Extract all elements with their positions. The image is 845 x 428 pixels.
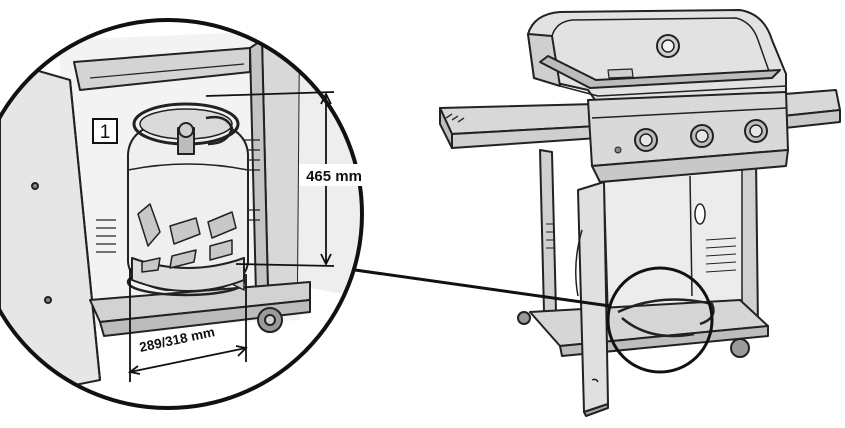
gas-tank	[127, 102, 249, 292]
cart-frame	[517, 149, 789, 417]
step-number: 1	[100, 122, 111, 143]
control-panel	[587, 91, 789, 167]
detail-target-circle	[606, 266, 714, 374]
step-number-box	[92, 118, 118, 144]
height-dimension-label: 465 mm	[306, 168, 362, 185]
left-side-shelf	[439, 103, 599, 149]
detail-connector-line	[354, 268, 611, 308]
open-cabinet-door	[577, 181, 609, 413]
wheel	[730, 338, 750, 358]
magnifier-ring	[0, 18, 364, 410]
grill-lid	[527, 9, 787, 105]
width-dimension	[127, 268, 248, 382]
grill-illustration	[439, 9, 841, 417]
detail-magnifier: 1 465 mm 289/318 mm	[0, 18, 371, 410]
